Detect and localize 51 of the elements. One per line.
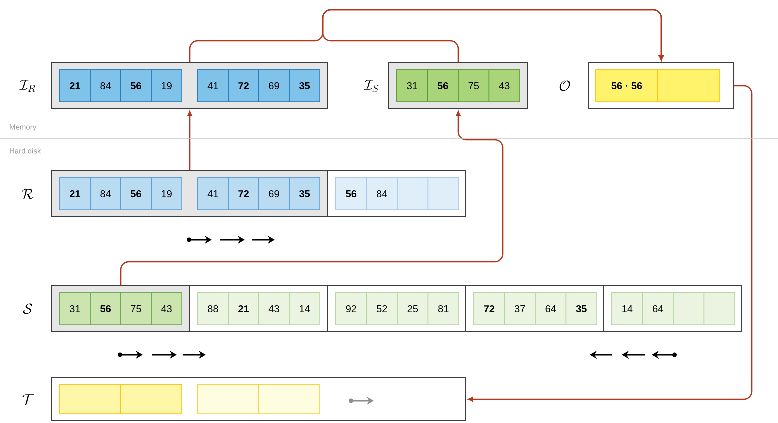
table-cell: 41 (198, 70, 229, 102)
table-cell: 56 (120, 178, 152, 210)
table-cell: 92 (336, 292, 368, 326)
table-cell: 14 (612, 292, 644, 326)
arrow (120, 111, 504, 286)
table-cell: 56 (120, 70, 152, 102)
arrow (468, 85, 753, 402)
table-cell: 31 (60, 292, 91, 326)
row-label: $\mathcal{T}$ (22, 394, 34, 406)
table-cell: 84 (90, 178, 122, 210)
table-cell: 56 (427, 70, 459, 102)
table-cell: 35 (289, 178, 320, 210)
row-label: $\mathcal{I}_R$ (20, 80, 36, 92)
table-cell: 43 (488, 70, 520, 102)
table-cell: 35 (566, 292, 598, 326)
table-cell: 56 (336, 178, 368, 210)
row-label: $\mathcal{I}_S$ (364, 80, 379, 92)
table-cell: 21 (228, 292, 260, 326)
table-cell: 19 (151, 178, 182, 210)
table-cell: 72 (228, 178, 260, 210)
table-cell: 69 (258, 178, 290, 210)
table-cell: 84 (366, 178, 398, 210)
table-cell: 52 (366, 292, 398, 326)
table-cell: 31 (396, 70, 428, 102)
table-cell: 56 · 56 (596, 70, 658, 102)
table-cell: 37 (504, 292, 536, 326)
table-cell: 41 (198, 178, 229, 210)
table-cell: 75 (458, 70, 490, 102)
table-cell: 75 (120, 292, 152, 326)
table-cell: 64 (642, 292, 674, 326)
table-cell: 43 (258, 292, 290, 326)
arrow (322, 9, 664, 62)
table-cell: 81 (428, 292, 460, 326)
table-cell: 14 (289, 292, 320, 326)
table-cell: 88 (198, 292, 229, 326)
table-cell: 56 (90, 292, 122, 326)
row-label: $\mathcal{R}$ (22, 189, 34, 200)
table-cell: 72 (474, 292, 506, 326)
table-cell: 25 (397, 292, 429, 326)
table-cell: 64 (535, 292, 567, 326)
table-cell: 84 (90, 70, 122, 102)
arrow (188, 111, 192, 170)
table-cell: 21 (60, 178, 91, 210)
row-label: $\mathcal{O}$ (560, 80, 570, 92)
row-label: $\mathcal{S}$ (23, 304, 32, 314)
table-cell: 72 (228, 70, 260, 102)
table-cell: 69 (258, 70, 290, 102)
table-cell: 19 (151, 70, 182, 102)
table-cell: 35 (289, 70, 320, 102)
table-cell: 21 (60, 70, 91, 102)
table-cell: 43 (151, 292, 182, 326)
